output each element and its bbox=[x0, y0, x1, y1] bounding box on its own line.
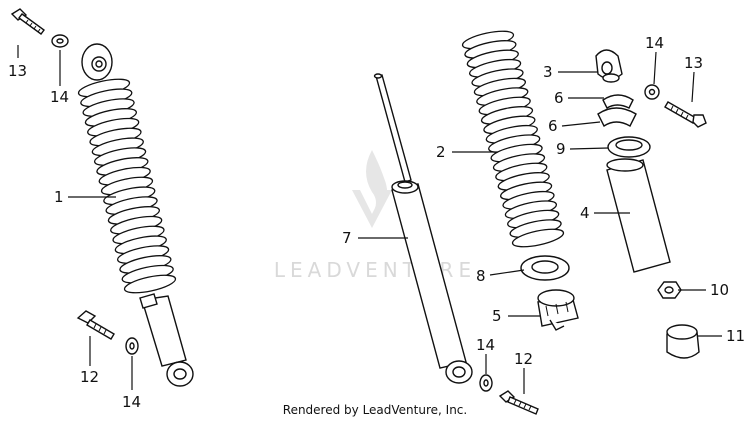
rubber-cap-11[interactable] bbox=[666, 324, 700, 359]
washer-14-left-bottom[interactable] bbox=[125, 337, 139, 355]
leader-lines bbox=[17, 45, 722, 394]
spring-coil bbox=[511, 228, 565, 248]
washer-14-middle[interactable] bbox=[479, 374, 493, 392]
watermark: LEADVENTURE bbox=[274, 150, 476, 282]
callout-14-left-bottom: 14 bbox=[122, 393, 141, 411]
callout-11: 11 bbox=[726, 327, 745, 345]
spring-cap-9[interactable] bbox=[607, 136, 651, 158]
nut-10[interactable] bbox=[657, 281, 682, 299]
shock-absorber-assembly[interactable] bbox=[77, 43, 194, 387]
spring-adjuster-5[interactable] bbox=[537, 289, 579, 331]
callout-9: 9 bbox=[556, 140, 566, 158]
bolt-12-left[interactable] bbox=[76, 310, 115, 340]
callout-10: 10 bbox=[710, 281, 729, 299]
watermark-text: LEADVENTURE bbox=[274, 258, 476, 282]
callout-3: 3 bbox=[543, 63, 553, 81]
collar-6-lower[interactable] bbox=[597, 107, 637, 128]
callout-13-right: 13 bbox=[684, 54, 703, 72]
callout-7: 7 bbox=[342, 229, 352, 247]
bolt-12-middle[interactable] bbox=[498, 390, 539, 415]
spring-seat-8[interactable] bbox=[520, 255, 570, 281]
callout-13-left: 13 bbox=[8, 62, 27, 80]
callout-1: 1 bbox=[54, 188, 64, 206]
callout-labels: 13 14 1 12 14 7 2 8 5 14 12 3 6 6 9 4 14… bbox=[8, 34, 745, 411]
callout-6-lower: 6 bbox=[548, 117, 558, 135]
bolt-13-right[interactable] bbox=[664, 101, 707, 128]
washer-14-left-top[interactable] bbox=[51, 34, 69, 48]
callout-14-middle: 14 bbox=[476, 336, 495, 354]
upper-bushing-3[interactable] bbox=[595, 49, 623, 83]
callout-2: 2 bbox=[436, 143, 446, 161]
bolt-13-left[interactable] bbox=[10, 8, 45, 35]
callout-5: 5 bbox=[492, 307, 502, 325]
spring-coil bbox=[123, 274, 177, 294]
callout-4: 4 bbox=[580, 204, 590, 222]
callout-8: 8 bbox=[476, 267, 486, 285]
callout-14-left-top: 14 bbox=[50, 88, 69, 106]
collar-6-upper[interactable] bbox=[602, 94, 634, 109]
credit-text: Rendered by LeadVenture, Inc. bbox=[283, 403, 467, 417]
spring[interactable] bbox=[461, 28, 565, 251]
callout-6-upper: 6 bbox=[554, 89, 564, 107]
left-shock-spring bbox=[77, 78, 177, 294]
watermark-flame-logo bbox=[352, 150, 392, 228]
callout-12-middle: 12 bbox=[514, 350, 533, 368]
dust-cover-4[interactable] bbox=[606, 158, 671, 273]
damper-unit[interactable] bbox=[373, 73, 473, 384]
callout-14-right: 14 bbox=[645, 34, 664, 52]
callout-12-left: 12 bbox=[80, 368, 99, 386]
washer-14-right[interactable] bbox=[644, 84, 660, 100]
